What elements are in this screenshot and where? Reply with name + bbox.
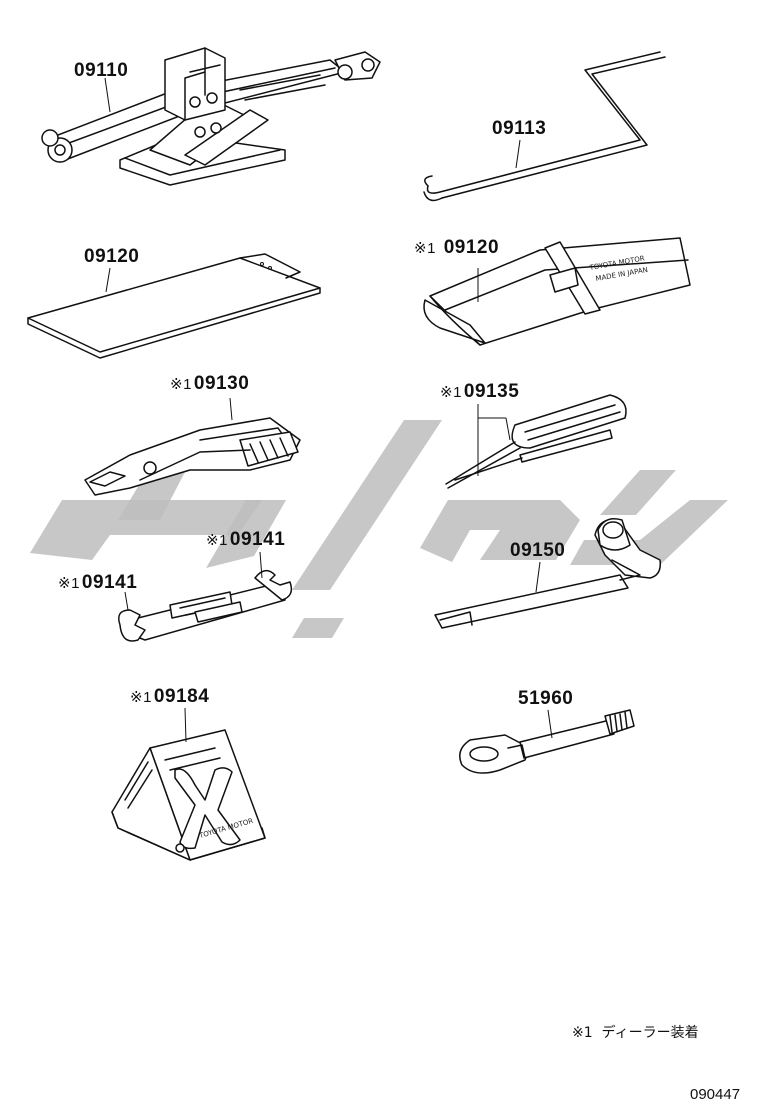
part-number: 09120 (443, 237, 500, 258)
jack-drawing (41, 47, 381, 186)
pliers-drawing (84, 417, 301, 496)
part-number: 09120 (84, 246, 140, 267)
wrenches-drawing (118, 569, 293, 642)
note-mark: ※1 (206, 532, 228, 549)
wheel-chock-drawing: TOYOTA MOTOR (111, 729, 266, 861)
leader-line (547, 709, 553, 739)
leader-line (105, 267, 111, 293)
leader-line (124, 591, 129, 611)
tool-pouch-drawing: TOYOTA MOTOR MADE IN JAPAN (423, 237, 691, 346)
part-number: 09141 (81, 572, 138, 593)
handle-drawing (423, 51, 666, 202)
note-mark: ※1 (414, 240, 436, 257)
footnote-mark: ※1 (572, 1025, 593, 1041)
part-label-jack: 09110 (72, 60, 128, 82)
leader-line (505, 417, 511, 441)
footnote: ※1 ディーラー装着 (572, 1022, 699, 1042)
leader-line (104, 77, 111, 113)
part-label-bag: 09120 (82, 246, 139, 268)
part-label-wheel-wrench: 09150 (508, 540, 565, 562)
leader-line (535, 561, 541, 593)
footnote-text: ディーラー装着 (601, 1025, 699, 1041)
note-mark: ※1 (58, 575, 80, 592)
part-number: 09130 (193, 373, 250, 394)
note-mark: ※1 (170, 376, 192, 393)
towing-eye-drawing (459, 709, 635, 774)
part-number: 09141 (229, 529, 286, 550)
part-label-handle: 09113 (490, 118, 546, 140)
part-label-tool-pouch: ※1 09120 (414, 237, 499, 259)
part-number: 09150 (510, 540, 566, 561)
leader-line (259, 551, 263, 579)
part-label-towing-eye: 51960 (516, 688, 573, 710)
part-number: 09135 (463, 381, 520, 402)
part-number: 09110 (74, 60, 129, 81)
part-number: 09184 (153, 686, 210, 707)
leader-line (184, 707, 187, 743)
part-number: 09113 (492, 118, 547, 139)
bag-flat-drawing (27, 253, 321, 359)
diagram-number: 090447 (690, 1086, 741, 1103)
note-mark: ※1 (130, 689, 152, 706)
screwdriver-drawing (445, 394, 627, 489)
note-mark: ※1 (440, 384, 462, 401)
watermark-logo (30, 420, 728, 638)
wheel-wrench-drawing (434, 518, 662, 629)
leader-line (515, 139, 521, 169)
leader-line (229, 397, 233, 421)
part-number: 51960 (518, 688, 574, 709)
